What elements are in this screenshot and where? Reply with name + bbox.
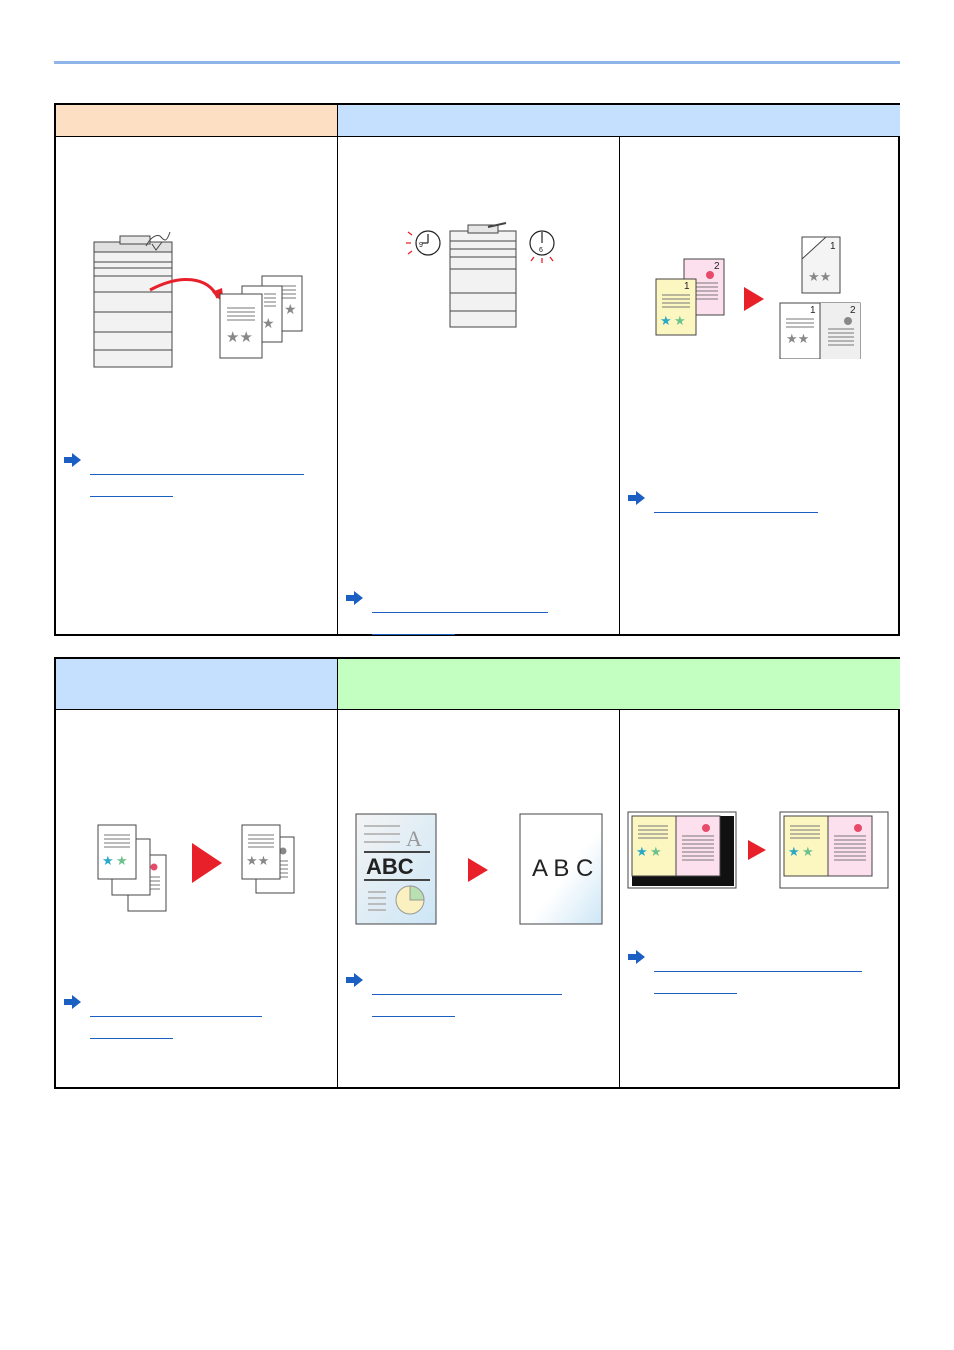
- svg-text:A: A: [406, 826, 422, 851]
- svg-text:1: 1: [810, 305, 816, 316]
- svg-text:★★: ★★: [226, 329, 253, 346]
- feature-table-1: ★ ★ ★★ 9: [54, 103, 900, 636]
- svg-text:★: ★: [802, 844, 814, 859]
- panel-5: A ABC A B C: [338, 710, 619, 1087]
- svg-text:★: ★: [102, 853, 114, 868]
- header-cell-orange: [56, 105, 337, 137]
- svg-text:2: 2: [850, 305, 856, 316]
- svg-text:★: ★: [262, 315, 275, 331]
- panel-1: ★ ★ ★★: [56, 137, 337, 634]
- header-cell-green: [337, 659, 900, 710]
- header-cell-blue: [337, 105, 900, 137]
- panel-4: ★★ ★★: [56, 710, 337, 1087]
- svg-text:2: 2: [714, 261, 720, 272]
- svg-text:6: 6: [539, 247, 543, 254]
- arrow-right-icon: [628, 950, 645, 964]
- reference-link[interactable]: [628, 950, 862, 994]
- svg-text:1: 1: [684, 281, 690, 292]
- panel-6: ★★ ★★: [620, 710, 900, 1087]
- arrow-right-icon: [64, 453, 81, 467]
- svg-text:★: ★: [116, 853, 128, 868]
- svg-text:ABC: ABC: [366, 854, 414, 879]
- panel-3: 2 1 ★★ 1 ★★ 1 2 ★★: [620, 137, 900, 634]
- panel-2: 9 6: [338, 137, 619, 635]
- svg-text:★★: ★★: [808, 269, 831, 284]
- printer-with-clock-icons: 9 6: [406, 222, 555, 328]
- svg-text:9: 9: [419, 242, 423, 249]
- svg-text:★: ★: [788, 844, 800, 859]
- arrow-right-icon: [346, 591, 363, 605]
- reference-link[interactable]: [346, 591, 548, 635]
- column-divider: [619, 137, 620, 634]
- svg-text:1: 1: [830, 241, 836, 252]
- top-rule: [54, 61, 900, 64]
- svg-text:★: ★: [636, 844, 648, 859]
- header-cell-blue: [56, 659, 337, 710]
- abc-background-removal-icon: A ABC A B C: [355, 813, 603, 925]
- arrow-right-icon: [346, 973, 363, 987]
- svg-text:★★: ★★: [246, 853, 269, 868]
- reference-link[interactable]: [346, 973, 562, 1017]
- column-divider: [337, 105, 338, 634]
- svg-text:A B C: A B C: [532, 855, 593, 882]
- reference-link[interactable]: [64, 453, 304, 497]
- feature-table-2: ★★ ★★: [54, 657, 900, 1089]
- arrow-right-icon: [628, 491, 645, 505]
- column-divider: [337, 659, 338, 1087]
- svg-text:★: ★: [284, 301, 297, 317]
- svg-text:★: ★: [674, 313, 686, 328]
- reference-link[interactable]: [628, 491, 818, 513]
- svg-text:★: ★: [650, 844, 662, 859]
- page-separation-icon: ★★ ★★: [97, 824, 295, 912]
- svg-text:★★: ★★: [786, 331, 809, 346]
- svg-text:★: ★: [660, 313, 672, 328]
- arrow-right-icon: [64, 995, 81, 1009]
- column-divider: [619, 710, 620, 1087]
- reference-link[interactable]: [64, 995, 262, 1039]
- border-erase-icon: ★★ ★★: [627, 811, 889, 889]
- printer-with-paper-pages-icon: ★ ★ ★★: [93, 232, 303, 368]
- duplex-pages-icon: 2 1 ★★ 1 ★★ 1 2 ★★: [655, 236, 861, 359]
